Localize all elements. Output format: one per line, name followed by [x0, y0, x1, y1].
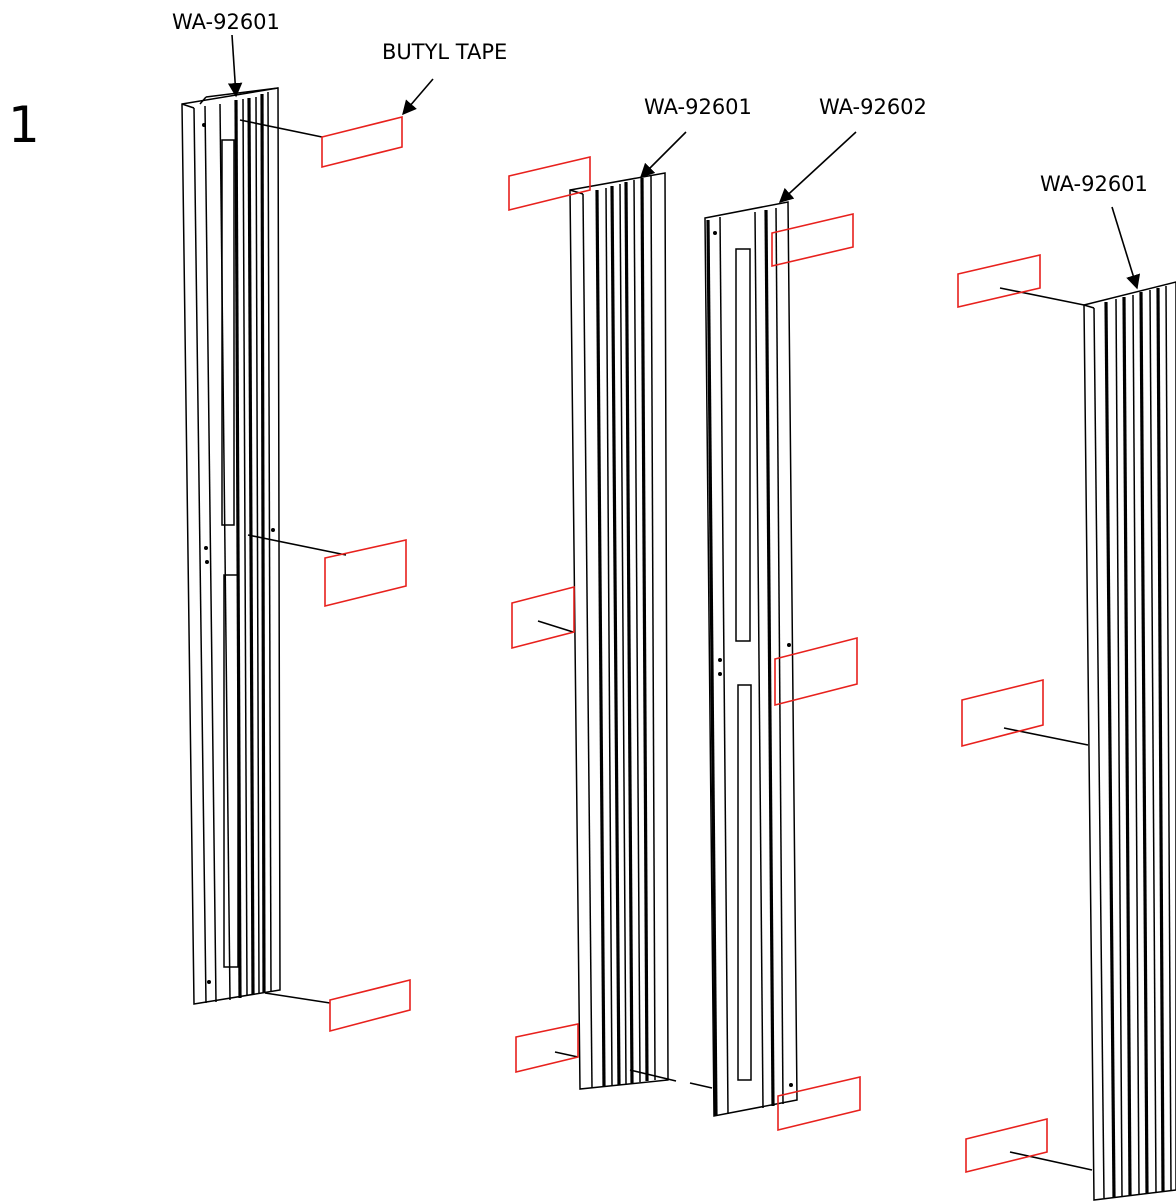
- tape-leader-lines: [239, 119, 1093, 1171]
- callout-arrows: [227, 34, 1141, 290]
- butyl-tape-piece: [774, 636, 858, 707]
- profile-mid: [569, 172, 669, 1090]
- butyl-tape-pieces: [321, 115, 1048, 1174]
- butyl-tape-piece: [957, 253, 1041, 309]
- profile-mid2: [704, 201, 798, 1117]
- butyl-tape-piece: [965, 1117, 1048, 1174]
- step-number: 1: [8, 96, 40, 154]
- butyl-tape-piece: [771, 212, 854, 268]
- label-butyl-tape: BUTYL TAPE: [382, 40, 507, 64]
- label-profile-left: WA-92601: [172, 10, 280, 34]
- label-profile-mid2: WA-92602: [819, 95, 927, 119]
- label-profile-right: WA-92601: [1040, 172, 1148, 196]
- butyl-tape-piece: [508, 155, 591, 212]
- label-profile-mid: WA-92601: [644, 95, 752, 119]
- butyl-tape-piece: [511, 585, 575, 650]
- butyl-tape-piece: [777, 1075, 861, 1132]
- butyl-tape-piece: [961, 678, 1044, 748]
- profile-right: [1083, 281, 1176, 1201]
- butyl-tape-piece: [515, 1023, 579, 1074]
- profile-left: [181, 87, 281, 1005]
- butyl-tape-piece: [329, 978, 411, 1033]
- butyl-tape-piece: [321, 115, 403, 169]
- butyl-tape-piece: [324, 539, 407, 608]
